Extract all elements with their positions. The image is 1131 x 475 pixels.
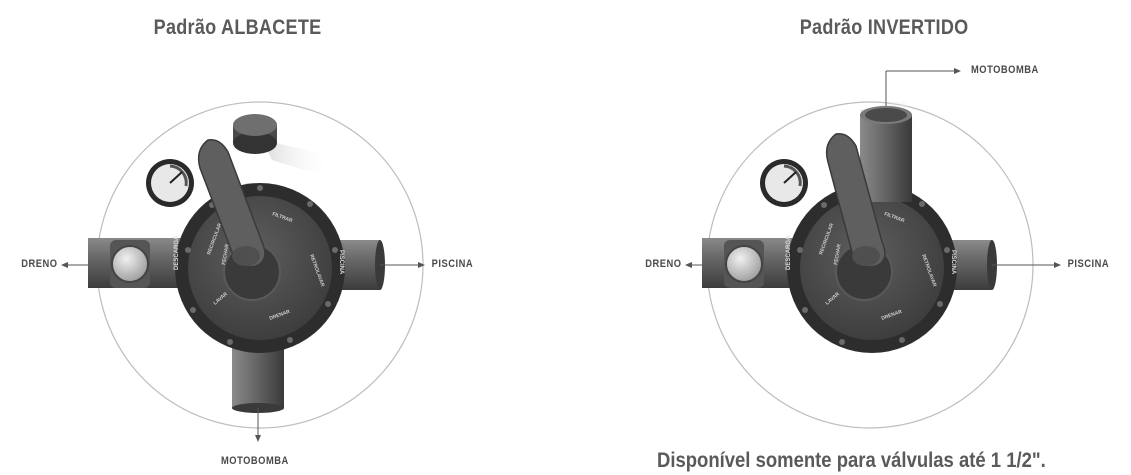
- label-dreno-right: DRENO: [645, 258, 681, 270]
- sight-glass-icon: [110, 240, 150, 288]
- svg-text:PISCINA: PISCINA: [338, 250, 344, 275]
- valve-albacete: FILTRAR RECIRCULAR RETROLAVAR DRENAR LAV…: [62, 102, 424, 441]
- availability-note: Disponível somente para válvulas até 1 1…: [657, 449, 1046, 473]
- pressure-gauge-icon: [146, 159, 194, 207]
- svg-text:PISCINA: PISCINA: [950, 250, 956, 275]
- pressure-gauge-icon: [760, 159, 808, 207]
- valve-invertido: FILTRAR RECIRCULAR RETROLAVAR DRENAR LAV…: [686, 71, 1060, 428]
- loose-cap: [233, 114, 277, 154]
- label-motobomba-top: MOTOBOMBA: [971, 64, 1039, 76]
- svg-text:DESCARGA: DESCARGA: [786, 235, 792, 270]
- label-piscina-left: PISCINA: [432, 258, 474, 270]
- label-dreno-left: DRENO: [21, 258, 57, 270]
- sight-glass-icon: [724, 240, 764, 288]
- svg-text:DESCARGA: DESCARGA: [174, 235, 180, 270]
- label-motobomba-bottom: MOTOBOMBA: [221, 455, 289, 467]
- label-piscina-right: PISCINA: [1068, 258, 1110, 270]
